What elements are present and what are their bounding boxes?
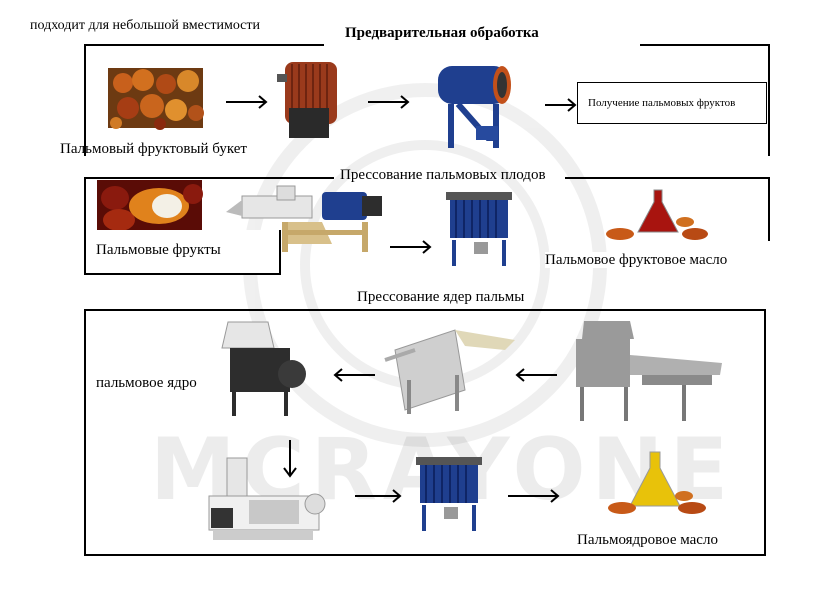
palm-fruits-result-label: Получение пальмовых фруктов: [588, 97, 736, 109]
fruit-frame-topline-right: [565, 177, 770, 179]
thresher-image: [428, 58, 523, 153]
palm-bunch-caption: Пальмовый фруктовый букет: [60, 141, 247, 157]
flow-arrow-down: [283, 440, 297, 478]
palm-fruits-result-box: Получение пальмовых фруктов: [577, 82, 767, 124]
flow-arrow-left: [515, 368, 557, 382]
top-note: подходит для небольшой вместимости: [30, 18, 260, 33]
pretreatment-frame: [84, 44, 770, 156]
kernel-pressing-frame: [84, 309, 766, 556]
oil-expeller-image: [205, 452, 330, 544]
sterilizer-image: [277, 60, 347, 140]
flow-arrow-right: [226, 95, 268, 109]
palm-kernel-oil-label: Пальмоядровое масло: [577, 532, 718, 548]
flow-arrow-right: [368, 95, 410, 109]
filter-press-image: [414, 455, 484, 533]
filter-press-image: [444, 190, 514, 268]
fruit-frame-topline-left: [84, 177, 334, 179]
palm-fruit-oil-label: Пальмовое фруктовое масло: [545, 252, 728, 268]
palm-kernel-label: пальмовое ядро: [96, 375, 197, 391]
red-palm-oil-image: [600, 186, 710, 242]
palm-fruits-label: Пальмовые фрукты: [96, 242, 221, 258]
kernel-separator-image: [375, 320, 520, 415]
palm-fruits-image: [97, 180, 203, 231]
palm-fruits-box: Пальмовые фрукты: [84, 230, 281, 275]
flow-arrow-right: [355, 489, 402, 503]
flow-arrow-right: [390, 240, 432, 254]
palm-bunch-image: [108, 68, 204, 130]
flow-arrow-right: [545, 98, 577, 112]
pretreatment-title: Предварительная обработка: [345, 25, 539, 41]
kernel-crusher-image: [218, 318, 313, 418]
fruit-frame-right: [768, 177, 770, 241]
kernel-pressing-title: Прессование ядер пальмы: [357, 289, 525, 305]
fruit-pressing-title: Прессование пальмовых плодов: [340, 167, 546, 183]
pretreatment-frame-topline-right: [640, 44, 770, 46]
palm-kernel-oil-image: [604, 448, 709, 520]
fruit-frame-left: [84, 177, 86, 275]
pretreatment-frame-topline-left: [84, 44, 324, 46]
flow-arrow-right: [508, 489, 560, 503]
screw-press-image: [222, 185, 392, 256]
nut-cracker-image: [572, 315, 722, 425]
flow-arrow-left: [333, 368, 375, 382]
